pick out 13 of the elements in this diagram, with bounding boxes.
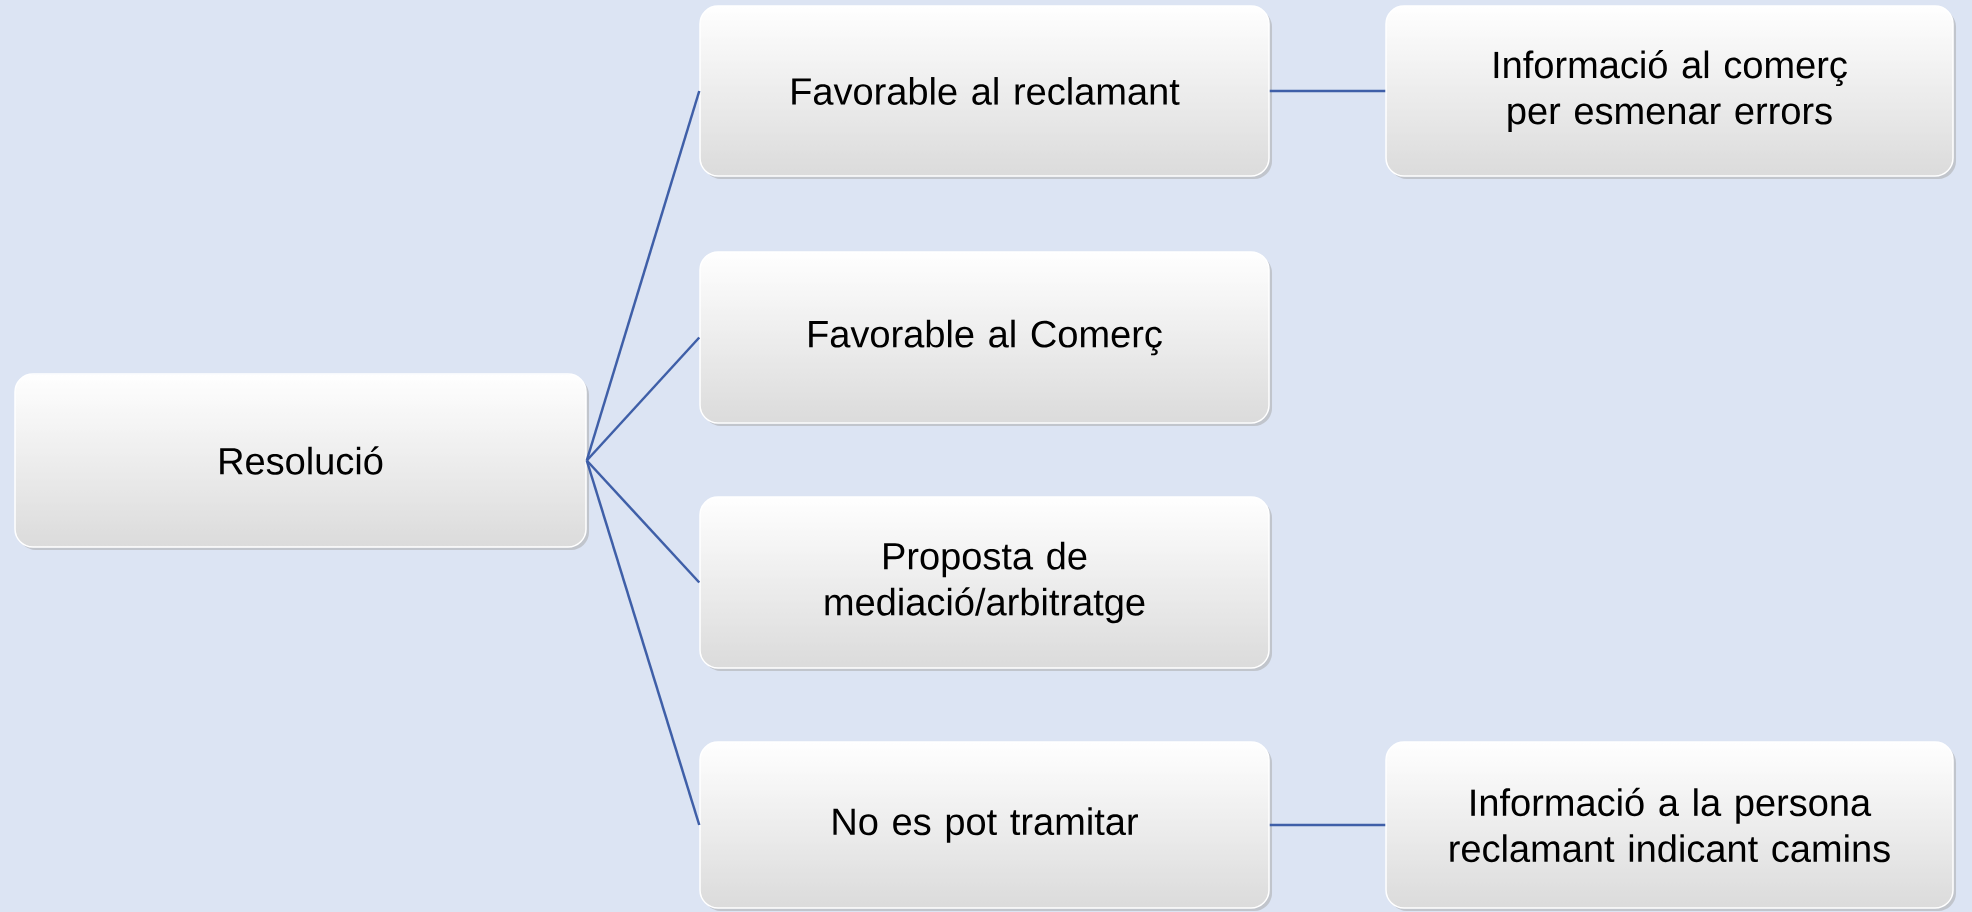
connector-line: [585, 460, 701, 826]
process-box: Proposta de mediació/arbitratge: [699, 496, 1272, 671]
connector-line: [585, 90, 701, 461]
connector-line: [585, 336, 701, 462]
process-box: Resolució: [14, 373, 589, 550]
process-box: Favorable al Comerç: [699, 251, 1272, 426]
process-box: Favorable al reclamant: [699, 5, 1272, 179]
connector-line: [585, 459, 701, 584]
process-box: Informació al comerç per esmenar errors: [1385, 5, 1956, 179]
process-box: No es pot tramitar: [699, 741, 1272, 911]
connector-line: [1269, 89, 1386, 93]
process-box: Informació a la persona reclamant indicant camins: [1385, 741, 1956, 911]
connector-line: [1269, 823, 1386, 827]
